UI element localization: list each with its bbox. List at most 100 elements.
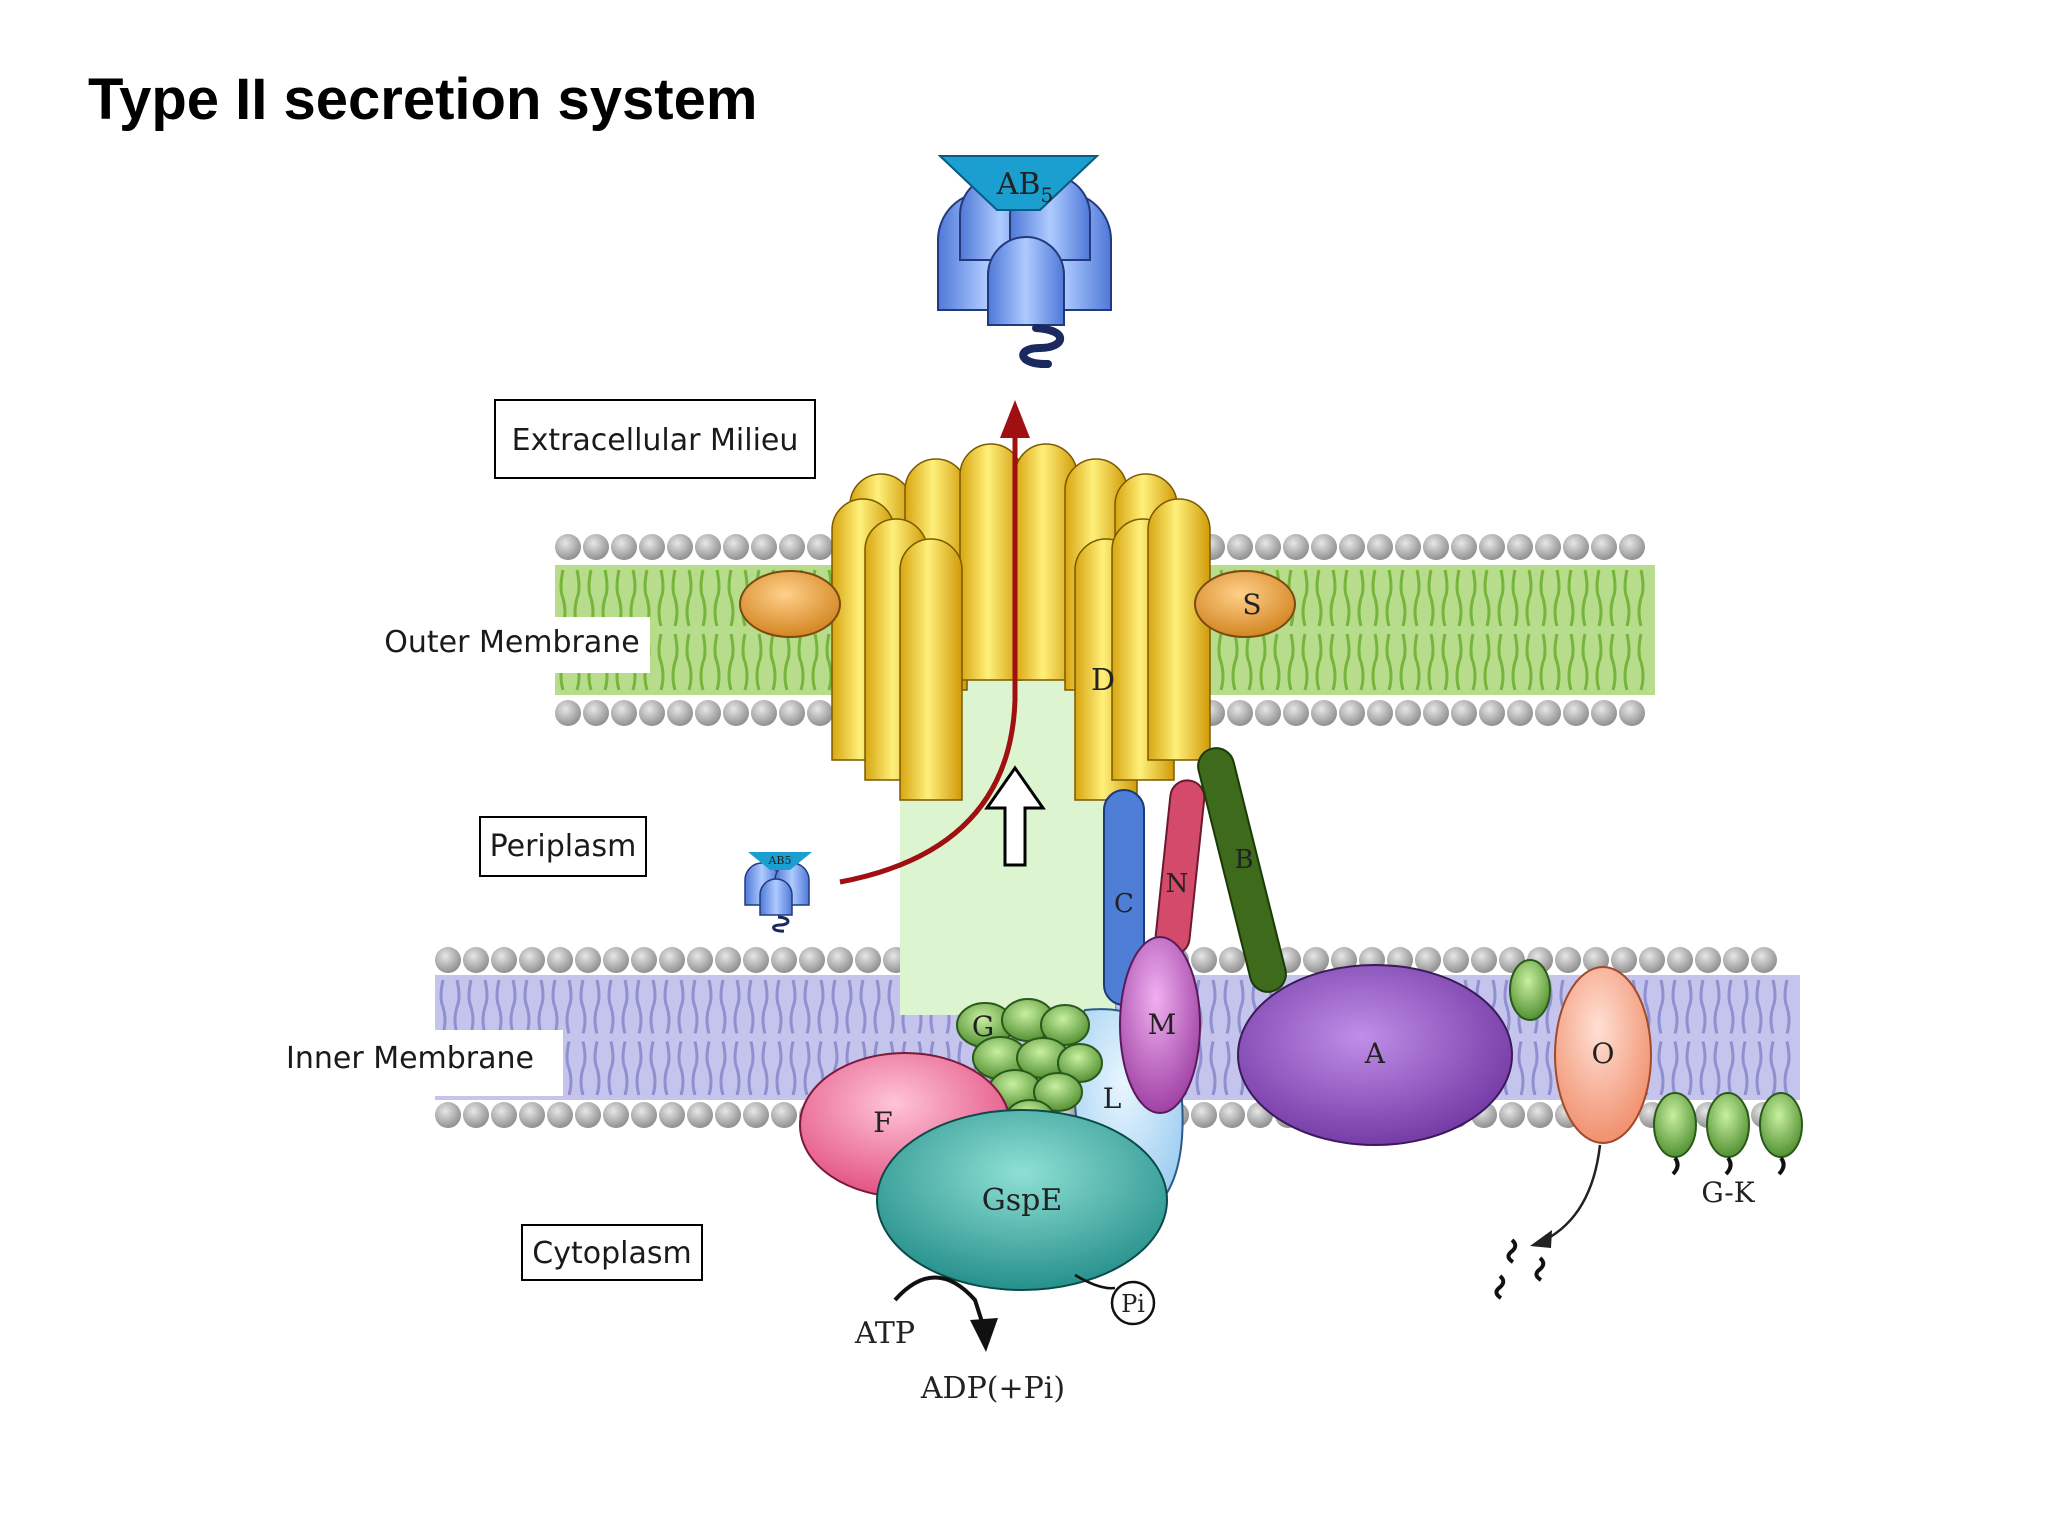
lipid-head: [771, 1102, 797, 1128]
lipid-head: [603, 1102, 629, 1128]
lipid-head: [1723, 947, 1749, 973]
lipid-head: [1555, 947, 1581, 973]
lipid-head: [807, 700, 833, 726]
lipid-head: [1507, 534, 1533, 560]
lipid-tail: [1469, 633, 1477, 691]
lipid-tail: [579, 1041, 587, 1096]
lipid-head: [1367, 534, 1393, 560]
lipid-tail: [1223, 1041, 1231, 1096]
lipid-tail: [1511, 633, 1519, 691]
lipid-head: [1283, 700, 1309, 726]
lipid-tail: [1195, 1041, 1203, 1096]
lipid-tail: [671, 569, 679, 627]
lipid-head: [1227, 700, 1253, 726]
lipid-tail: [1497, 633, 1505, 691]
label-inner-membrane: Inner Membrane: [285, 1030, 563, 1096]
lipid-tail: [1315, 569, 1323, 627]
lipid-tail: [859, 979, 867, 1034]
lipid-tail: [1741, 979, 1749, 1034]
lipid-head: [463, 947, 489, 973]
lipid-head: [751, 700, 777, 726]
lipid-tail: [705, 1041, 713, 1096]
lipid-tail: [1539, 633, 1547, 691]
protein-label-gk: G-K: [1701, 1176, 1755, 1209]
atp-label: ATP: [854, 1316, 915, 1351]
lipid-tail: [1385, 569, 1393, 627]
lipid-tail: [845, 979, 853, 1034]
pi-label: Pi: [1121, 1290, 1145, 1318]
lipid-tail: [495, 979, 503, 1034]
lipid-head: [463, 1102, 489, 1128]
lipid-tail: [685, 633, 693, 691]
lipid-tail: [1609, 633, 1617, 691]
lipid-head: [575, 947, 601, 973]
lipid-tail: [1399, 633, 1407, 691]
lipid-tail: [789, 1041, 797, 1096]
lipid-tail: [551, 979, 559, 1034]
protein-label-n: N: [1166, 869, 1189, 899]
lipid-tail: [1385, 633, 1393, 691]
lipid-tail: [747, 1041, 755, 1096]
lipid-head: [779, 700, 805, 726]
lipid-tail: [741, 633, 749, 691]
lipid-tail: [713, 569, 721, 627]
lipid-tail: [671, 633, 679, 691]
periplasmic-ab5-toxin: AB5: [744, 852, 812, 933]
lipid-tail: [691, 1041, 699, 1096]
lipid-tail: [727, 569, 735, 627]
lipid-tail: [1301, 633, 1309, 691]
hollow-up-arrow: [984, 765, 1046, 867]
lipid-tail: [1525, 569, 1533, 627]
ab5-small-label: AB5: [767, 854, 791, 867]
lipid-tail: [699, 569, 707, 627]
lipid-tail: [825, 633, 833, 691]
lipid-tail: [747, 979, 755, 1034]
lipid-tail: [467, 979, 475, 1034]
gspe-atpase: [876, 1109, 1168, 1291]
lipid-tail: [1343, 633, 1351, 691]
secretin-gspd-front: [831, 498, 1211, 801]
lipid-tail: [649, 979, 657, 1034]
lipid-tail: [1609, 569, 1617, 627]
lipid-tail: [685, 569, 693, 627]
lipid-head: [519, 947, 545, 973]
lipid-tail: [1539, 569, 1547, 627]
lipid-tail: [1755, 979, 1763, 1034]
lipid-tail: [1699, 1041, 1707, 1096]
lipid-head: [1471, 947, 1497, 973]
lipid-tail: [1483, 633, 1491, 691]
lipid-head: [1507, 700, 1533, 726]
lipid-head: [603, 947, 629, 973]
lipid-head: [667, 700, 693, 726]
lipid-head: [743, 1102, 769, 1128]
lipid-head: [1191, 1102, 1217, 1128]
protein-label-m: M: [1148, 1008, 1177, 1041]
lipid-head: [491, 1102, 517, 1128]
lipid-tail: [699, 633, 707, 691]
lipid-tail: [523, 979, 531, 1034]
lipid-head: [583, 700, 609, 726]
lipid-tail: [1595, 633, 1603, 691]
lipid-tail: [1671, 1041, 1679, 1096]
lipid-tail: [789, 979, 797, 1034]
lipid-tail: [635, 1041, 643, 1096]
lipid-head: [855, 947, 881, 973]
lipid-tail: [761, 1041, 769, 1096]
lipid-head: [1219, 947, 1245, 973]
svg-text:Inner Membrane: Inner Membrane: [286, 1041, 534, 1076]
ab5-label: AB5: [996, 167, 1053, 207]
lipid-tail: [1371, 633, 1379, 691]
lipid-head: [1303, 947, 1329, 973]
lipid-head: [1479, 534, 1505, 560]
lipid-tail: [1209, 979, 1217, 1034]
lipid-tail: [1755, 1041, 1763, 1096]
lipid-tail: [1623, 633, 1631, 691]
lipid-head: [667, 534, 693, 560]
lipid-head: [807, 534, 833, 560]
lipid-head: [1255, 700, 1281, 726]
lipid-tail: [1231, 633, 1239, 691]
lipid-tail: [1343, 569, 1351, 627]
lipid-head: [1619, 700, 1645, 726]
lipid-tail: [719, 979, 727, 1034]
